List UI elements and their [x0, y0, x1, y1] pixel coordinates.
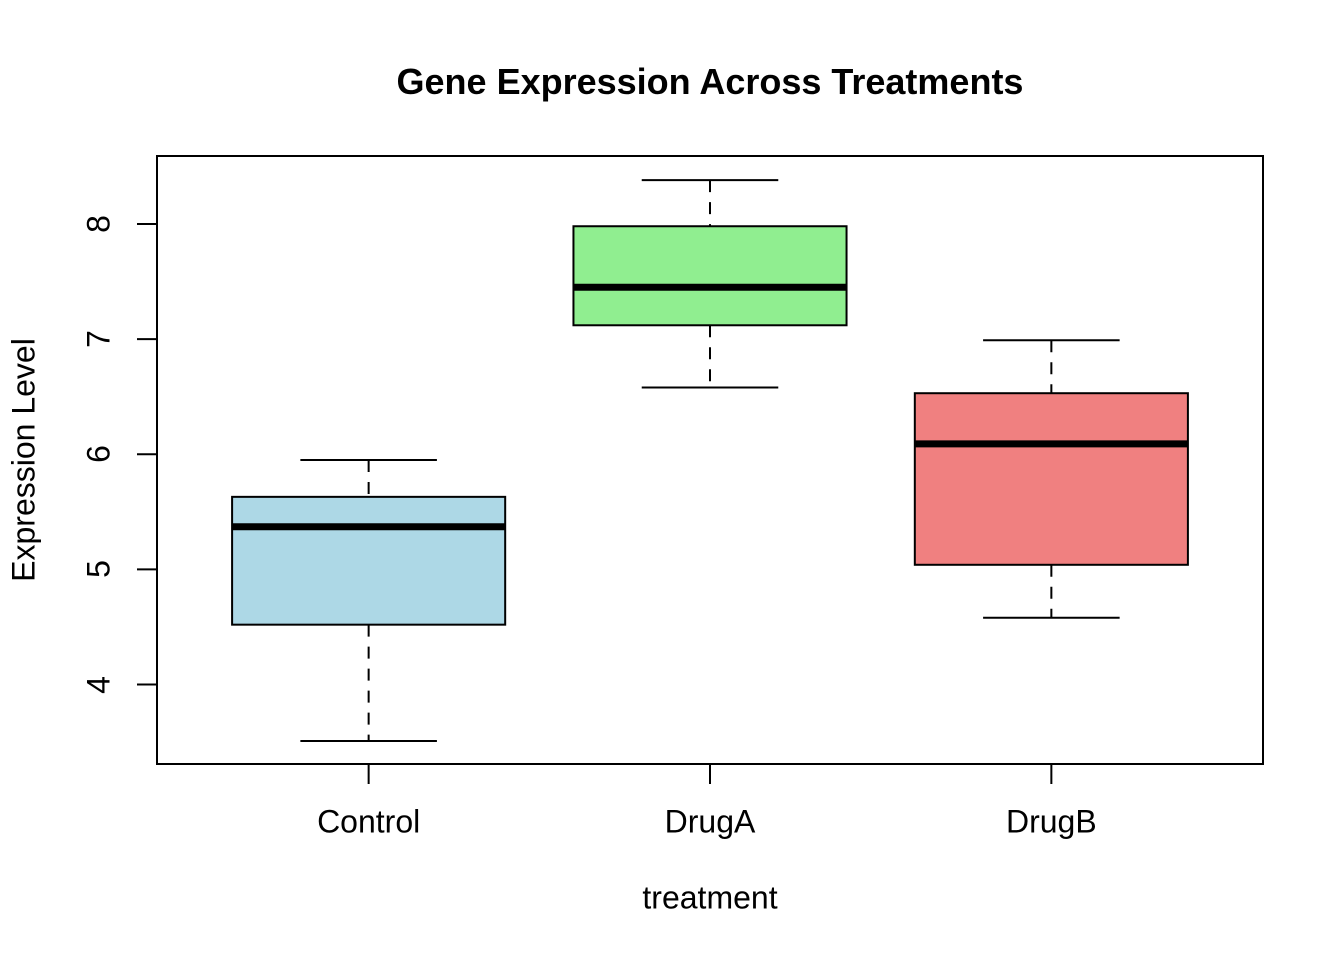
x-tick-label-DrugA: DrugA: [664, 803, 756, 840]
x-tick-label-DrugB: DrugB: [1005, 803, 1097, 840]
y-tick-label-8: 8: [80, 215, 117, 233]
box-Control: [231, 495, 507, 626]
chart-title: Gene Expression Across Treatments: [396, 61, 1024, 102]
box-DrugB: [913, 392, 1189, 566]
y-tick-label-5: 5: [80, 560, 117, 579]
y-tick-label-4: 4: [80, 675, 117, 694]
x-tick-label-Control: Control: [317, 803, 421, 840]
y-axis-label: Expression Level: [5, 338, 42, 582]
y-tick-label-6: 6: [80, 445, 117, 464]
y-tick-label-7: 7: [80, 330, 117, 348]
x-axis-label: treatment: [642, 879, 778, 916]
box-DrugA: [572, 225, 848, 327]
